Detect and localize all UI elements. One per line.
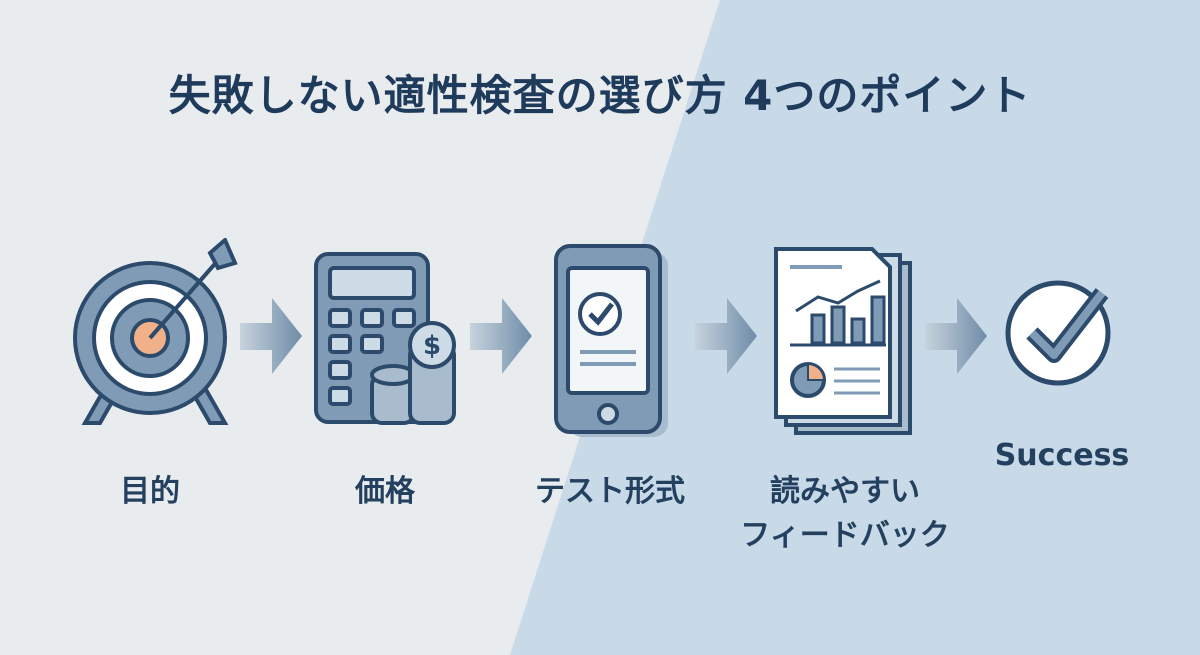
page-title: 失敗しない適性検査の選び方 4つのポイント <box>168 71 1032 120</box>
arrow-right-icon <box>925 298 987 374</box>
step-label-test-format: テスト形式 <box>535 474 685 509</box>
smartphone-check-icon <box>554 244 668 437</box>
step-label-feedback-line1: 読みやすい <box>770 474 920 509</box>
arrow-right-icon <box>695 298 757 374</box>
target-icon <box>73 238 238 425</box>
arrow-right-icon <box>470 298 532 374</box>
check-circle-icon <box>1005 280 1111 386</box>
step-label-success: Success <box>994 438 1130 473</box>
calculator-coins-icon: $ <box>314 252 456 425</box>
step-label-price: 価格 <box>355 474 415 509</box>
step-label-purpose: 目的 <box>120 474 180 509</box>
step-label-feedback-line2: フィードバック <box>740 518 950 553</box>
svg-text:$: $ <box>423 331 441 361</box>
report-icon <box>774 247 912 435</box>
arrow-right-icon <box>240 298 302 374</box>
